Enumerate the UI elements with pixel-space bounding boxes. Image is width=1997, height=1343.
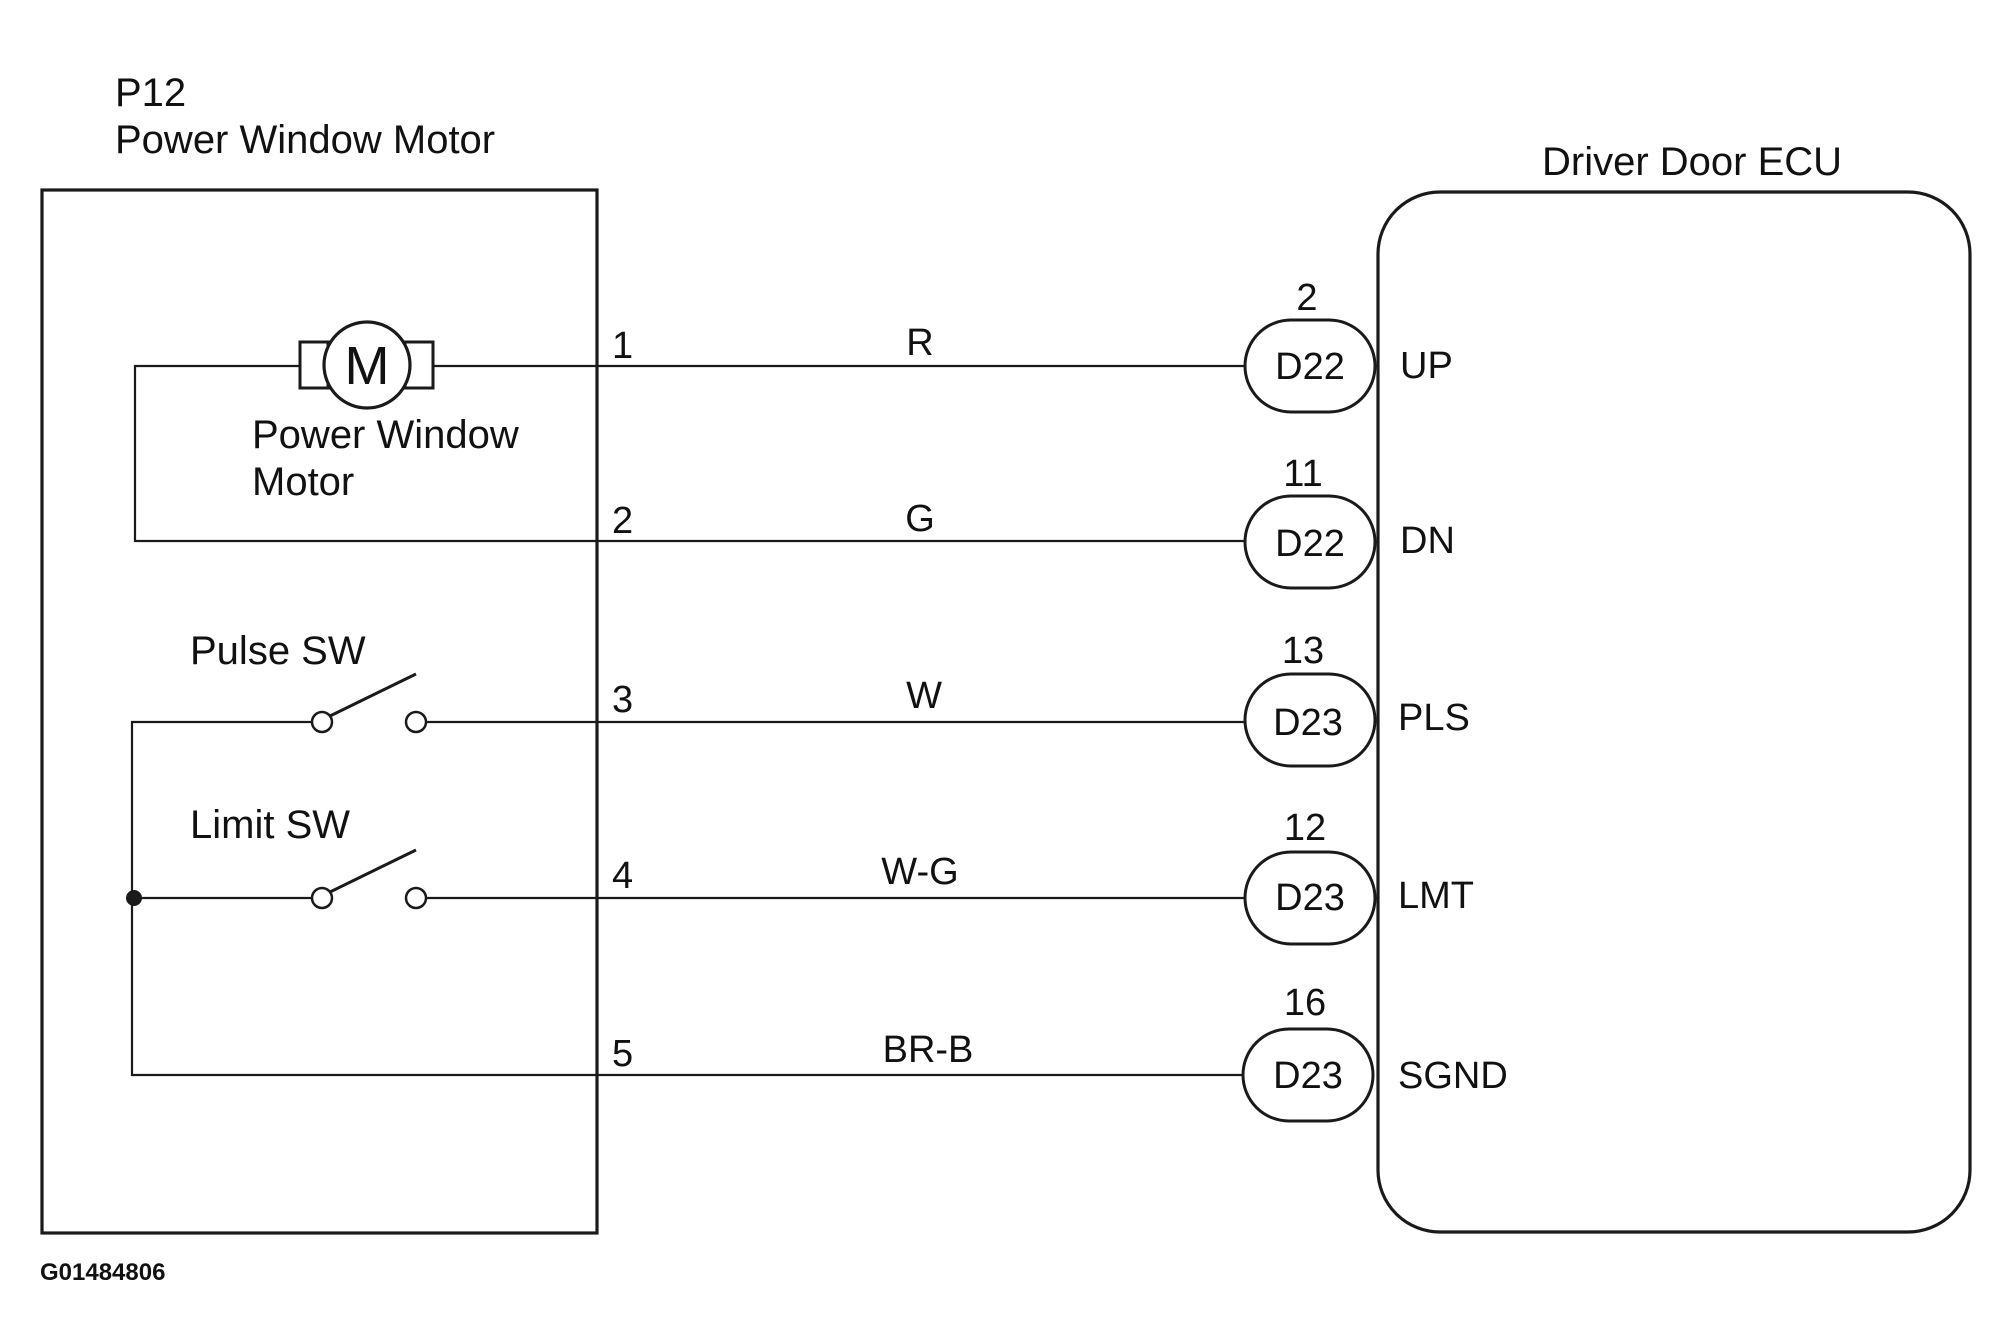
ecu-name: Driver Door ECU xyxy=(1542,140,1842,184)
signal-name: PLS xyxy=(1398,697,1470,739)
limit-switch-label: Limit SW xyxy=(190,803,350,847)
pin-number: 3 xyxy=(612,679,633,721)
junction-dot xyxy=(126,890,142,906)
signal-name: DN xyxy=(1400,520,1455,562)
motor-icon: M xyxy=(298,320,435,410)
circuit-row-pls: 3 W 13 D23 PLS xyxy=(612,630,1470,768)
circuit-row-sgnd: 5 BR-B 16 D23 SGND xyxy=(612,982,1508,1123)
component-name: Power Window Motor xyxy=(115,118,495,162)
connector-pill xyxy=(1241,1027,1375,1123)
pulse-switch-label: Pulse SW xyxy=(190,629,366,673)
circuit-row-dn: 2 G 11 D22 DN xyxy=(612,453,1455,590)
connector-code: D23 xyxy=(1273,702,1343,744)
pin-number: 1 xyxy=(612,325,633,367)
component-code: P12 xyxy=(115,71,186,115)
connector-terminal: 12 xyxy=(1284,807,1326,849)
figure-code: G01484806 xyxy=(40,1259,165,1286)
connector-pill xyxy=(1243,850,1377,946)
wire-color: W xyxy=(906,675,942,717)
connector-pill xyxy=(1243,494,1377,590)
connector-code: D23 xyxy=(1275,877,1345,919)
circuit-row-up: 1 R 2 D22 UP xyxy=(612,277,1453,414)
connector-code: D22 xyxy=(1275,523,1345,565)
connector-terminal: 13 xyxy=(1282,630,1324,672)
connector-pill xyxy=(1243,318,1377,414)
pulse-switch-icon xyxy=(310,672,428,734)
motor-label-line1: Power Window xyxy=(252,413,519,457)
pin-number: 4 xyxy=(612,855,633,897)
connector-terminal: 11 xyxy=(1283,453,1322,495)
wire-color: W-G xyxy=(881,851,958,893)
signal-name: SGND xyxy=(1398,1055,1508,1097)
connector-pill xyxy=(1243,672,1377,768)
connector-terminal: 2 xyxy=(1296,277,1317,319)
pin-number: 5 xyxy=(612,1033,633,1075)
pin-number: 2 xyxy=(612,500,633,542)
motor-symbol: M xyxy=(345,336,390,396)
circuit-row-lmt: 4 W-G 12 D23 LMT xyxy=(612,807,1474,946)
wire-color: BR-B xyxy=(883,1029,974,1071)
limit-switch-icon xyxy=(310,848,428,910)
connector-code: D22 xyxy=(1275,346,1345,388)
signal-name: LMT xyxy=(1398,875,1474,917)
signal-name: UP xyxy=(1400,345,1453,387)
motor-component-box xyxy=(40,188,599,1235)
connector-code: D23 xyxy=(1273,1055,1343,1097)
connector-terminal: 16 xyxy=(1284,982,1326,1024)
wire-color: R xyxy=(906,322,933,364)
wire-color: G xyxy=(905,498,935,540)
internal-wiring xyxy=(126,364,1247,1077)
ecu-box xyxy=(1376,190,1972,1234)
motor-label-line2: Motor xyxy=(252,460,354,504)
